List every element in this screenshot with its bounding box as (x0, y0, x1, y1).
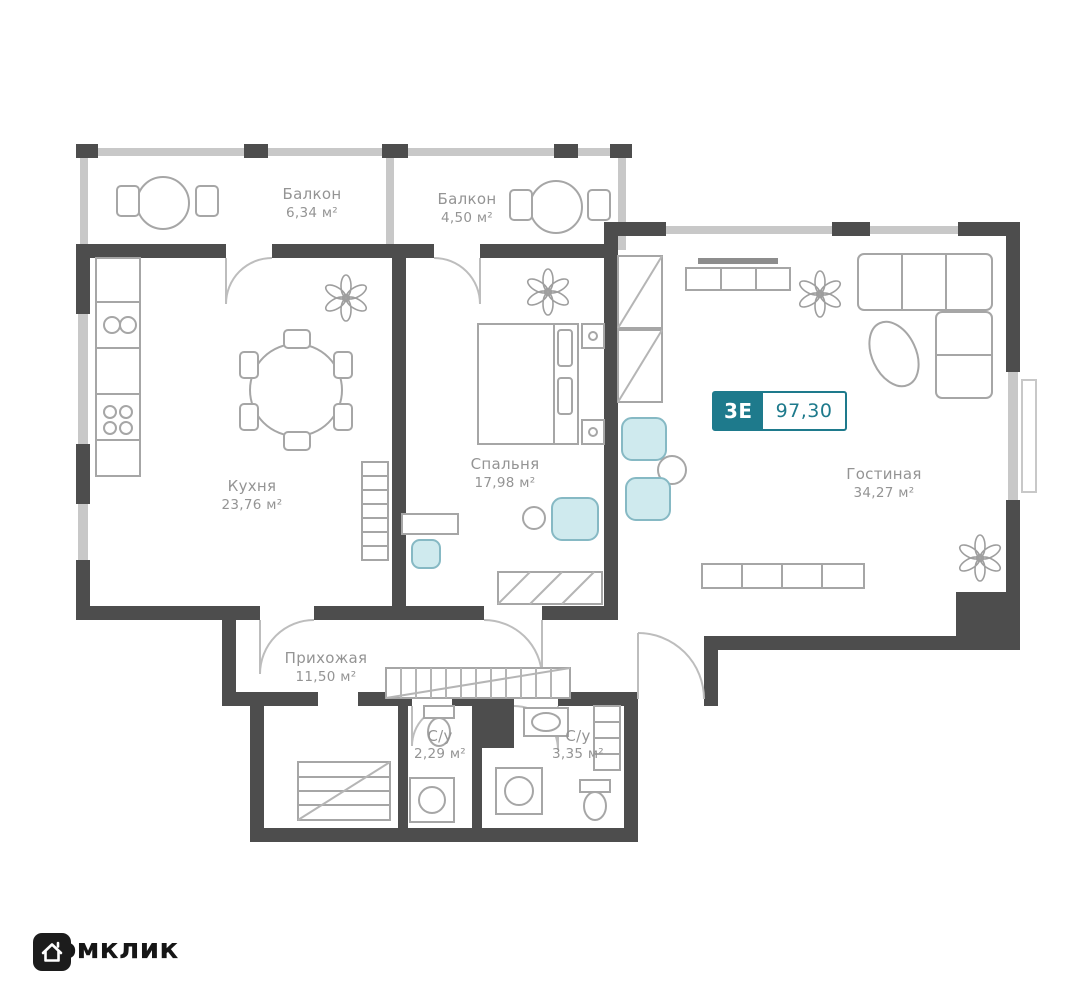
washing-machine-2 (495, 767, 543, 815)
window-sill (1021, 379, 1037, 493)
room-label-kitchen: Кухня (228, 477, 277, 495)
dining-chair (333, 351, 353, 379)
tv-unit (685, 258, 791, 291)
door-arc-kitchen (259, 619, 315, 675)
room-area-wc2: 3,35 м² (552, 746, 604, 762)
toilet-2 (579, 779, 611, 821)
room-label-balcony2: Балкон (438, 190, 497, 208)
dining-chair (239, 351, 259, 379)
stove-burners (103, 405, 133, 435)
balcony1-chair (116, 185, 140, 217)
dining-chair (283, 329, 311, 349)
room-area-balcony1: 6,34 м² (286, 205, 338, 221)
house-logo-icon (33, 933, 71, 971)
balcony2-chair (509, 189, 533, 221)
apartment-type-label: 3Е (714, 393, 763, 429)
window-walls (78, 148, 1018, 560)
room-area-living: 34,27 м² (854, 485, 915, 501)
kitchen-radiator (361, 461, 389, 561)
room-label-living: Гостиная (846, 465, 921, 483)
room-label-balcony1: Балкон (283, 185, 342, 203)
closet-shelves (297, 761, 391, 821)
door-arc-bedroom (483, 619, 543, 677)
lounge-chairs (621, 417, 687, 521)
room-area-wc1: 2,29 м² (414, 746, 466, 762)
desk-chair (411, 539, 441, 569)
sideboard (701, 563, 865, 589)
pillow (557, 329, 573, 367)
nightstands (581, 323, 605, 445)
tv-icon (698, 258, 778, 264)
bathroom-cabinet (593, 705, 621, 771)
plant-icon (322, 274, 370, 322)
brand-logo: Домклик (32, 932, 179, 971)
room-label-bedroom: Спальня (471, 455, 540, 473)
furniture-layer (95, 176, 993, 823)
plant-icon (524, 268, 572, 316)
corner-sofa (857, 253, 993, 399)
balcony1-table (116, 176, 219, 230)
shoe-cabinet (497, 571, 603, 605)
room-area-balcony2: 4,50 м² (441, 210, 493, 226)
room-label-wc2: С/у (565, 727, 590, 745)
balcony2-table (509, 180, 611, 234)
dining-chair (333, 403, 353, 431)
coat-rack (385, 667, 571, 699)
dining-chair (239, 403, 259, 431)
bed (477, 323, 579, 445)
apartment-badge: 3Е 97,30 (712, 391, 848, 431)
room-labels: Балкон 6,34 м² Балкон 4,50 м² Кухня 23,7… (222, 185, 922, 762)
coffee-table (868, 320, 920, 388)
dining-table (239, 329, 353, 451)
balcony2-chair (587, 189, 611, 221)
plant-icon (796, 270, 844, 318)
door-arc-entrance (637, 632, 705, 700)
sink-icon (103, 316, 121, 334)
kitchen-counter (95, 257, 141, 477)
room-area-bedroom: 17,98 м² (475, 475, 536, 491)
balcony1-chair (195, 185, 219, 217)
room-label-hallway: Прихожая (285, 649, 368, 667)
wardrobe-cabinets (617, 255, 663, 403)
bedroom-armchair (551, 497, 599, 541)
room-label-wc1: С/у (427, 727, 452, 745)
door-arc-bedroom-balcony (433, 257, 481, 305)
toilet-1 (423, 705, 455, 747)
washing-machine-1 (409, 777, 455, 823)
desk (401, 513, 459, 535)
sink-2 (523, 707, 569, 737)
room-area-kitchen: 23,76 м² (222, 497, 283, 513)
dining-chair (283, 431, 311, 451)
room-area-hallway: 11,50 м² (296, 669, 357, 685)
structural-walls (76, 144, 1020, 842)
plant-icon (956, 534, 1004, 582)
door-arc-kitchen-balcony (225, 257, 273, 305)
sink-icon (119, 316, 137, 334)
apartment-area-value: 97,30 (775, 400, 833, 422)
side-table (522, 506, 546, 530)
pillow (557, 377, 573, 415)
